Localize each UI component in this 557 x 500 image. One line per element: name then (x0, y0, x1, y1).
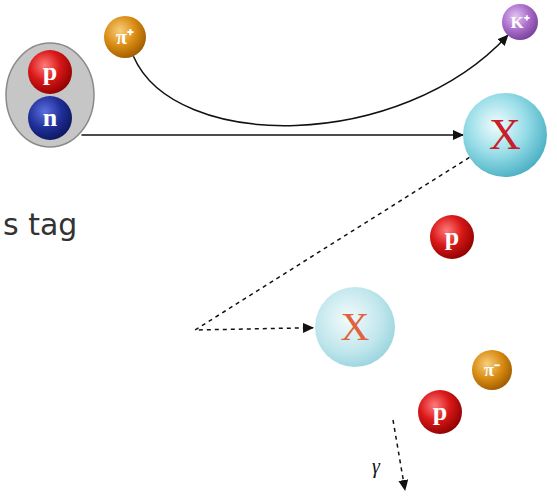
neutron-sphere: n (28, 96, 72, 140)
particle-label: X (341, 307, 370, 347)
proton-sphere: p (418, 390, 462, 434)
tag-text: s tag (3, 207, 77, 242)
particle-label: p (433, 399, 447, 425)
particle-label: p (445, 224, 459, 250)
hypernucleus-sphere: X (315, 287, 395, 367)
particle-label: n (43, 105, 57, 131)
track-arrow (82, 134, 464, 136)
particle-label: K⁺ (510, 14, 529, 31)
particle-label: π⁺ (116, 27, 134, 47)
particle-label: π⁻ (484, 361, 500, 379)
proton-sphere: p (28, 50, 72, 94)
pion-sphere: π⁻ (472, 350, 512, 390)
kaon-sphere: K⁺ (502, 4, 538, 40)
track-arrow (133, 35, 507, 125)
particle-label: X (489, 113, 521, 157)
photon-label: γ (372, 455, 380, 478)
photon-arrow (393, 420, 405, 490)
hypernucleus-sphere: X (463, 93, 547, 177)
deuteron-ellipse: pn (5, 42, 95, 148)
particle-label: p (43, 59, 57, 85)
proton-sphere: p (430, 215, 474, 259)
pion-sphere: π⁺ (104, 16, 146, 58)
